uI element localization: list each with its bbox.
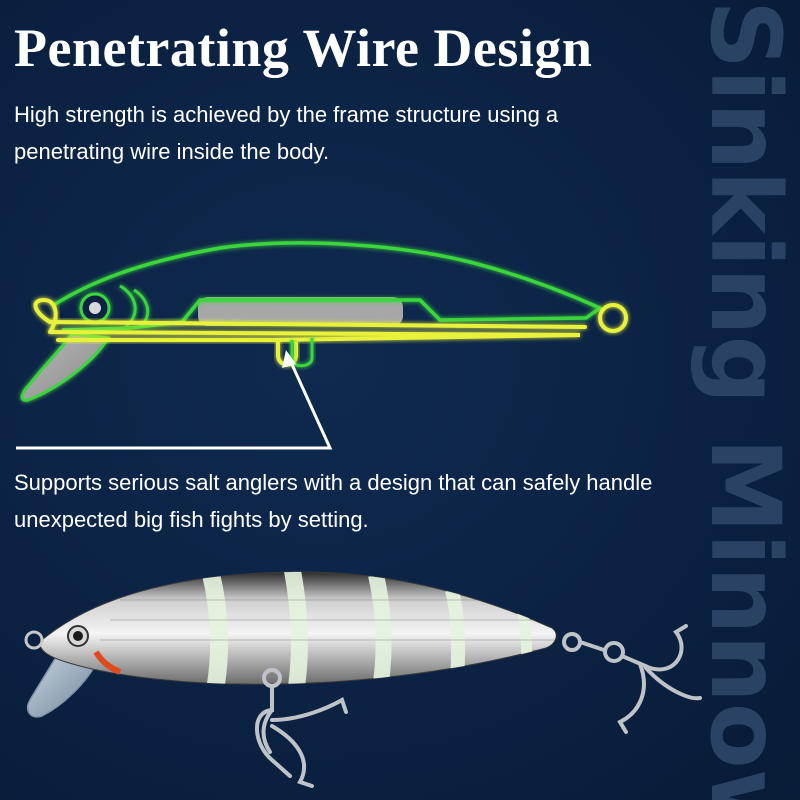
lure-clear-lip bbox=[26, 649, 100, 718]
callout-arrowhead bbox=[282, 350, 296, 368]
feature-description: High strength is achieved by the frame s… bbox=[14, 102, 559, 164]
penetrating-wire bbox=[48, 320, 587, 342]
tail-eyelet bbox=[598, 303, 628, 333]
feature-title: Penetrating Wire Design bbox=[14, 18, 593, 78]
eye-pupil bbox=[89, 302, 101, 314]
body-outline bbox=[51, 241, 602, 332]
diving-lip-outline bbox=[20, 332, 111, 402]
lure-nose-ring bbox=[24, 630, 44, 650]
tail-treble-hook bbox=[562, 624, 702, 734]
callout-line bbox=[16, 359, 333, 450]
weight-chamber bbox=[198, 297, 403, 326]
product-type-watermark: Sinking Minnow bbox=[689, 0, 800, 800]
belly-treble-hook bbox=[255, 668, 348, 788]
safety-description: Supports serious salt anglers with a des… bbox=[14, 470, 653, 532]
lure-gill-accent bbox=[93, 650, 122, 675]
lure-eye-pupil bbox=[73, 631, 83, 641]
nose-eyelet bbox=[33, 297, 58, 334]
